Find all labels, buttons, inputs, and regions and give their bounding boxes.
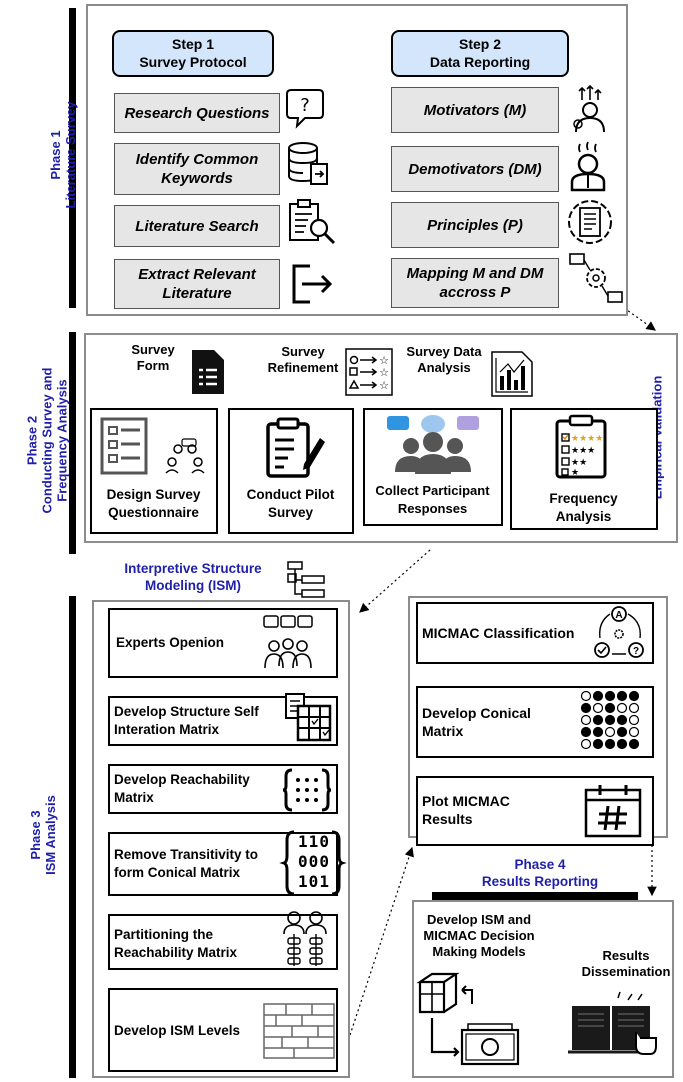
dot-matrix-icon — [580, 690, 640, 750]
item-extract-literature: Extract Relevant Literature — [114, 259, 280, 309]
phase2-bar — [69, 332, 76, 554]
database-export-icon — [288, 142, 328, 185]
hierarchy-icon — [287, 561, 325, 598]
svg-text:☆: ☆ — [379, 380, 389, 392]
ism-step-experts: Experts Openion — [108, 608, 338, 678]
phase4-bar — [432, 892, 638, 900]
cubes-money-icon — [416, 972, 520, 1066]
ism-step-levels: Develop ISM Levels — [108, 988, 338, 1072]
item-mapping: Mapping M and DM accross P — [391, 258, 559, 308]
svg-text:☆: ☆ — [379, 355, 389, 367]
phase1-bar — [69, 8, 76, 308]
item-demotivators: Demotivators (DM) — [391, 146, 559, 192]
item-research-questions: Research Questions — [114, 93, 280, 133]
data-analysis-chart-icon — [491, 351, 533, 397]
item-literature-search: Literature Search — [114, 205, 280, 247]
svg-text:A: A — [615, 610, 622, 621]
clipboard-pen-icon — [266, 417, 325, 478]
cycle-icon: A ? — [594, 606, 644, 658]
svg-text:?: ? — [633, 646, 639, 657]
svg-text:★★: ★★ — [571, 457, 587, 467]
gear-document-icon — [568, 200, 612, 244]
item-principles: Principles (P) — [391, 202, 559, 248]
brace-matrix-icon — [282, 768, 332, 812]
svg-text:☆: ☆ — [379, 367, 389, 379]
matrix-document-icon — [285, 693, 332, 742]
stressed-person-icon — [570, 141, 606, 192]
people-levels-icon — [283, 911, 327, 966]
questionnaire-icon — [100, 417, 205, 475]
binary-matrix-icon — [279, 830, 347, 896]
clipboard-search-icon — [289, 199, 336, 245]
svg-text:?: ? — [300, 95, 310, 116]
svg-text:★★★★: ★★★★ — [571, 433, 603, 443]
group-chat-icon — [387, 415, 479, 474]
svg-text:★: ★ — [571, 467, 579, 477]
experts-discussion-icon — [263, 615, 313, 669]
workflow-list-icon: ☆ ☆ ☆ — [345, 348, 393, 396]
item-motivators: Motivators (M) — [391, 87, 559, 133]
rating-clipboard-icon: ★★★★ ★★★ ★★ ★ — [555, 414, 607, 479]
form-document-icon — [192, 350, 224, 394]
micmac-classification-box: MICMAC Classification A ? — [416, 602, 654, 664]
svg-text:★★★: ★★★ — [571, 445, 595, 455]
calendar-grid-icon — [584, 785, 642, 838]
network-gear-icon — [569, 253, 623, 303]
phase3-bar — [69, 596, 76, 1078]
levels-blocks-icon — [263, 1003, 335, 1059]
book-touch-icon — [568, 991, 657, 1055]
motivated-person-icon — [573, 84, 605, 133]
item-identify-keywords: Identify Common Keywords — [114, 143, 280, 195]
exit-door-icon — [292, 264, 333, 304]
question-bubble-icon: ? — [286, 89, 324, 129]
